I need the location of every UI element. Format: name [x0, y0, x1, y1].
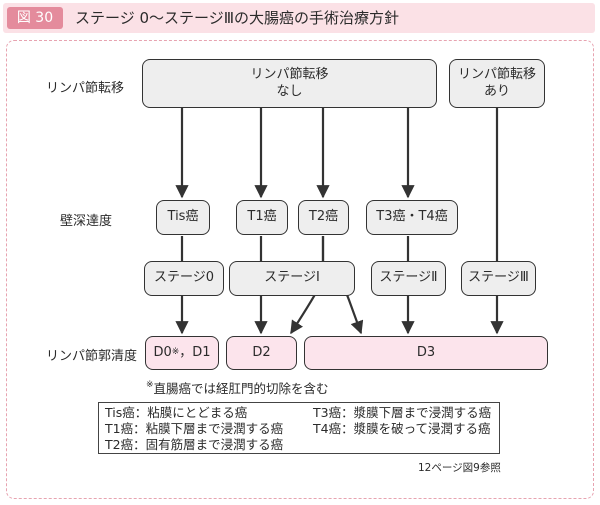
node-d0-d1: D0※，D1 — [145, 336, 219, 370]
node-stage-2: ステージⅡ — [371, 261, 446, 296]
legend-box: Tis癌：粘膜にとどまる癌 T1癌：粘膜下層まで浸潤する癌 T2癌：固有筋層まで… — [98, 402, 500, 454]
figure-frame — [6, 40, 594, 499]
title-bar: 図 30 ステージ 0〜ステージⅢの大腸癌の手術治療方針 — [3, 3, 595, 33]
node-lymph-yes-line2: あり — [483, 83, 510, 99]
legend-t4: T4癌：漿膜を破って浸潤する癌 — [313, 421, 491, 436]
node-tis: Tis癌 — [156, 200, 210, 235]
node-lymph-none-line1: リンパ節転移 — [250, 67, 329, 83]
node-d0-text: D0 — [153, 344, 172, 360]
node-lymph-none-line2: なし — [276, 83, 303, 99]
node-stage-3: ステージⅢ — [461, 261, 536, 296]
node-lymph-metastasis-none: リンパ節転移 なし — [142, 59, 437, 108]
legend-t3: T3癌：漿膜下層まで浸潤する癌 — [313, 405, 492, 420]
footnote: ※直腸癌では経肛門的切除を含む — [146, 378, 329, 397]
node-t1: T1癌 — [236, 200, 288, 235]
row-label-wall-depth: 壁深達度 — [60, 214, 113, 229]
row-label-lymph-metastasis: リンパ節転移 — [46, 81, 125, 96]
node-stage-0: ステージ0 — [144, 261, 224, 296]
legend-t1: T1癌：粘膜下層まで浸潤する癌 — [105, 421, 284, 436]
figure-title: ステージ 0〜ステージⅢの大腸癌の手術治療方針 — [75, 9, 400, 27]
node-lymph-metastasis-present: リンパ節転移 あり — [449, 59, 545, 108]
node-d2: D2 — [226, 336, 297, 370]
footnote-text: 直腸癌では経肛門的切除を含む — [153, 381, 329, 396]
figure-number-badge: 図 30 — [7, 7, 63, 29]
node-t3t4: T3癌・T4癌 — [366, 200, 458, 235]
footnote-mark: ※ — [146, 380, 154, 390]
legend-t2: T2癌：固有筋層まで浸潤する癌 — [105, 437, 284, 452]
reference-note: 12ページ図9参照 — [418, 462, 501, 474]
legend-tis: Tis癌：粘膜にとどまる癌 — [105, 405, 248, 420]
node-lymph-yes-line1: リンパ節転移 — [457, 67, 536, 83]
node-d1-text: ，D1 — [179, 344, 211, 360]
node-t2: T2癌 — [298, 200, 349, 235]
node-stage-1: ステージⅠ — [229, 261, 355, 296]
node-d3: D3 — [304, 336, 548, 370]
row-label-lymph-dissection: リンパ節郭清度 — [46, 349, 138, 364]
node-d0-mark: ※ — [171, 347, 180, 358]
